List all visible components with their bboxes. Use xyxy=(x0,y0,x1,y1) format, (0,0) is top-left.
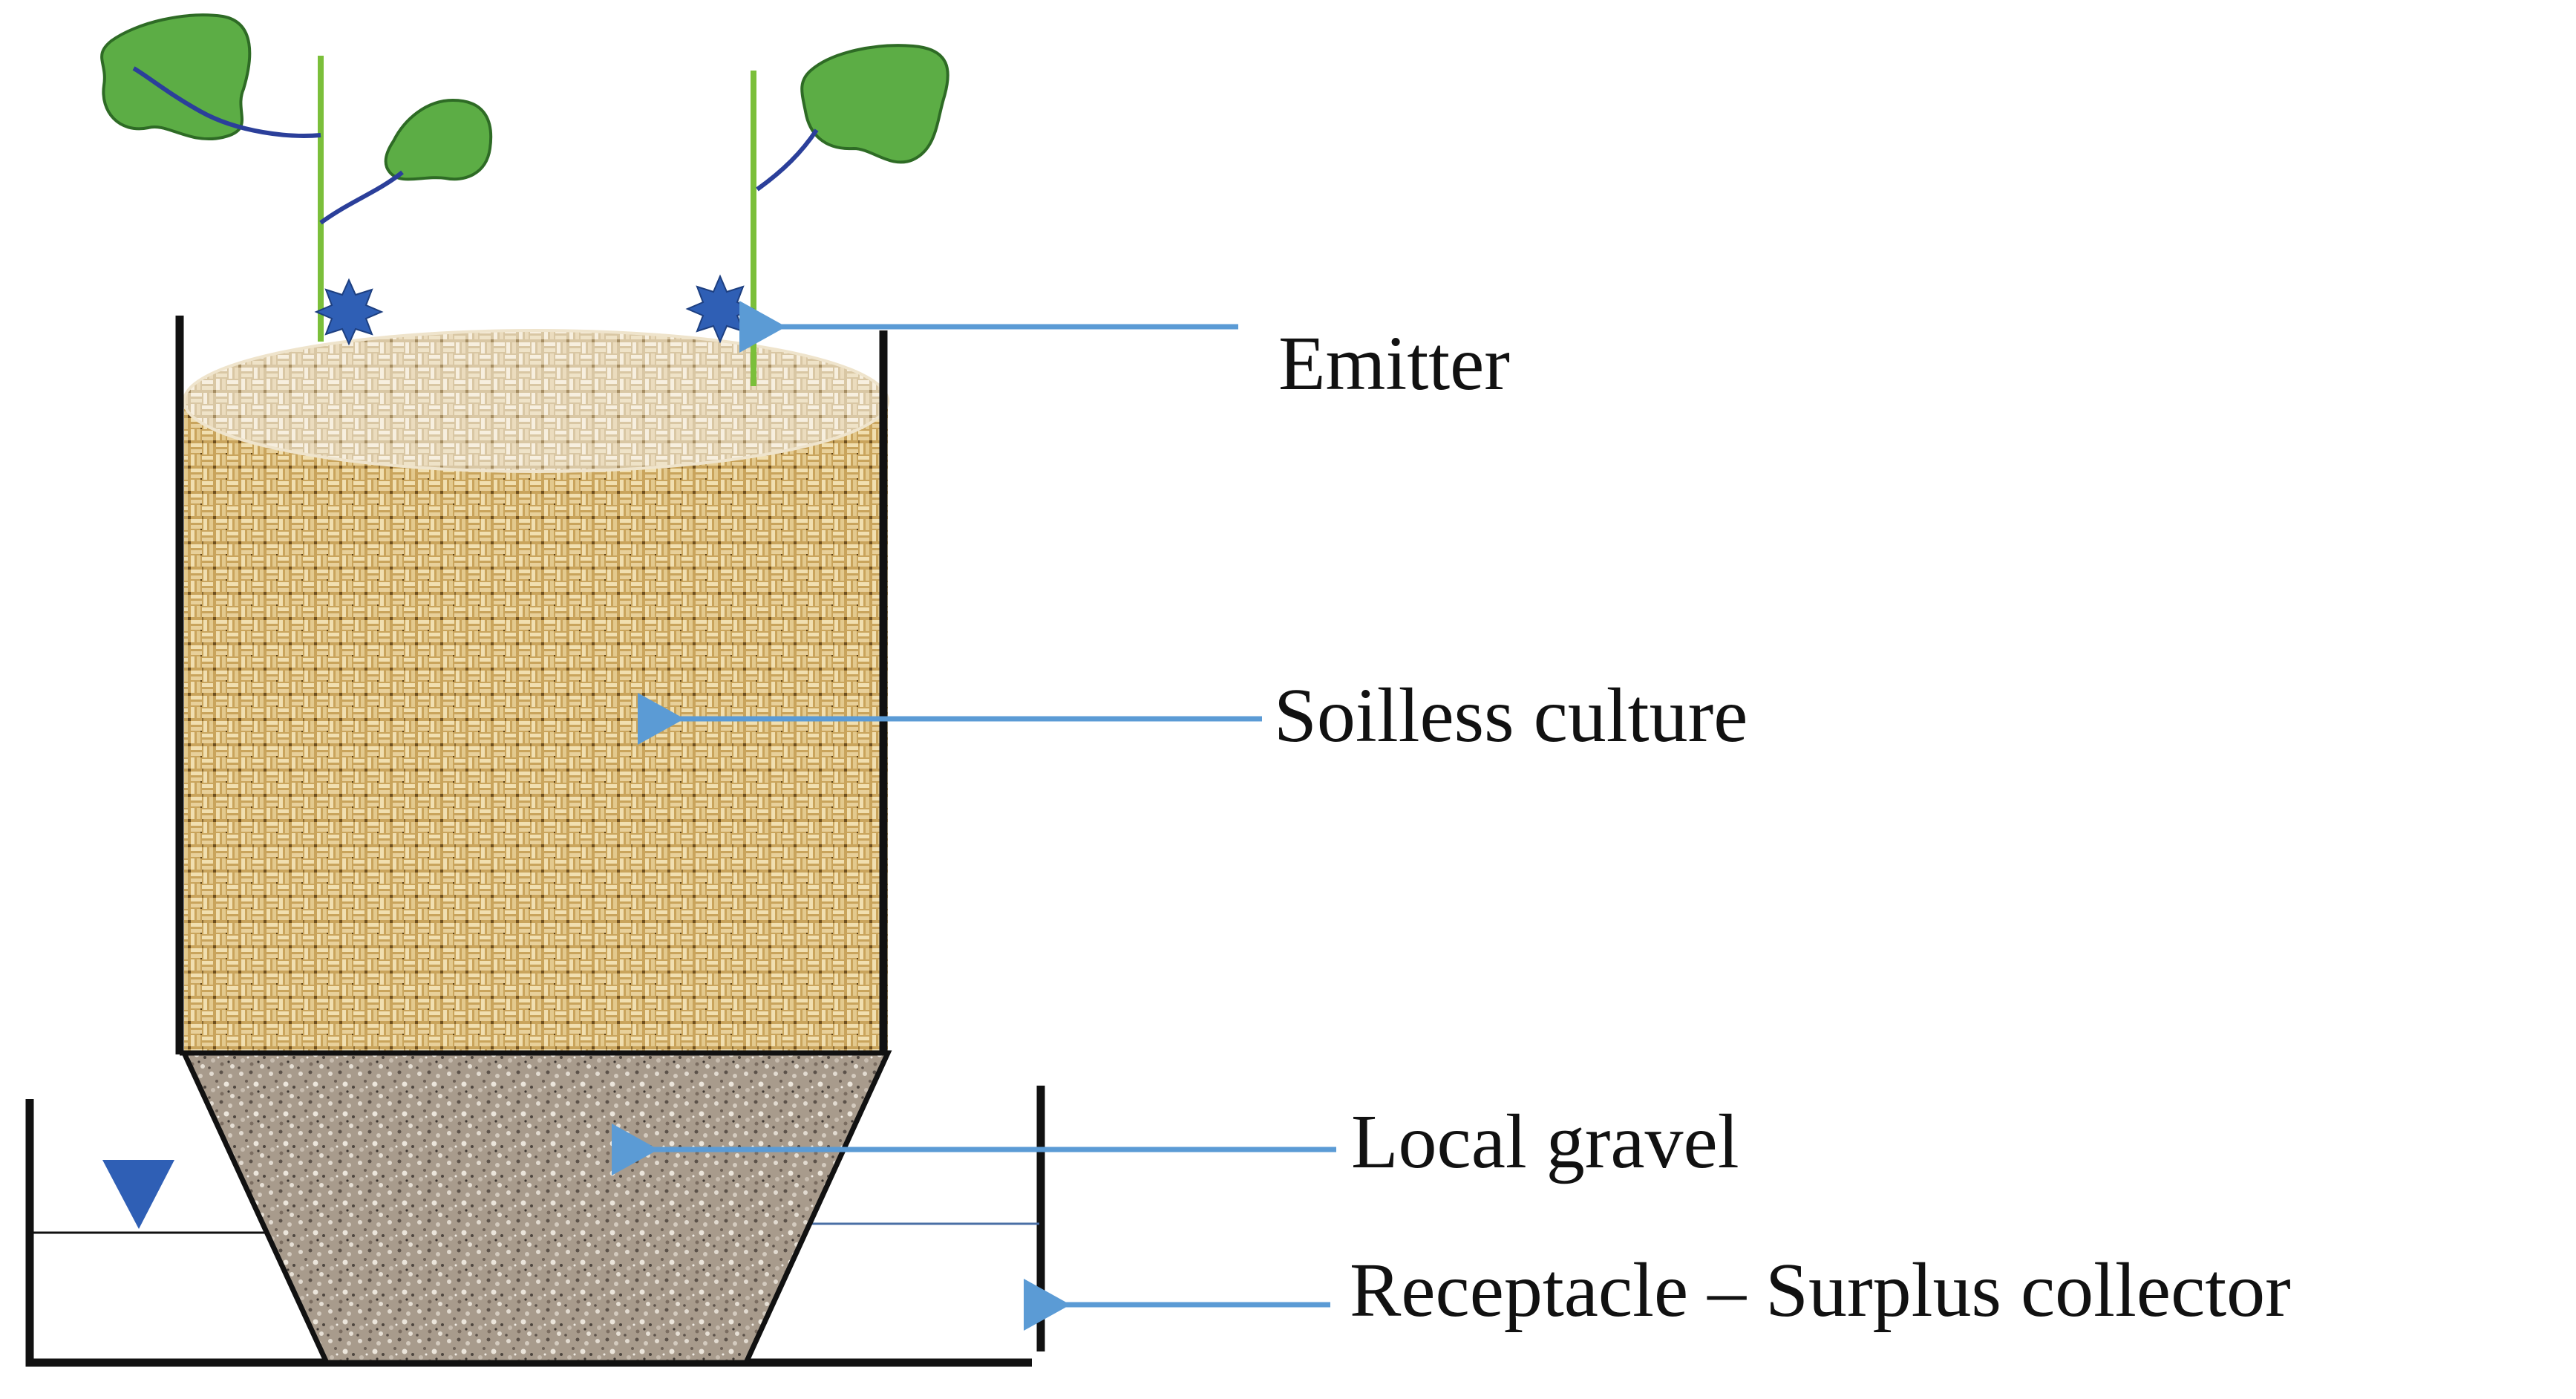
leaf-icon xyxy=(800,44,949,164)
leaf-icon xyxy=(100,13,252,140)
label-soilless-culture: Soilless culture xyxy=(1274,673,1748,758)
emitter-star-icon xyxy=(314,278,384,346)
emitter-star-icon xyxy=(685,274,755,344)
label-receptacle: Receptacle – Surplus collector xyxy=(1350,1248,2291,1333)
plant-left xyxy=(100,13,493,342)
water-level-triangle-icon xyxy=(102,1160,174,1229)
label-emitter: Emitter xyxy=(1278,321,1510,406)
leaf-vein xyxy=(756,128,819,192)
soilless-culture-column xyxy=(175,316,889,1056)
leaf-icon xyxy=(384,98,493,181)
plant-right xyxy=(751,44,949,386)
label-local-gravel: Local gravel xyxy=(1351,1099,1739,1184)
local-gravel-layer xyxy=(180,1050,892,1366)
leaf-vein xyxy=(132,66,321,138)
leaf-vein xyxy=(319,170,404,225)
